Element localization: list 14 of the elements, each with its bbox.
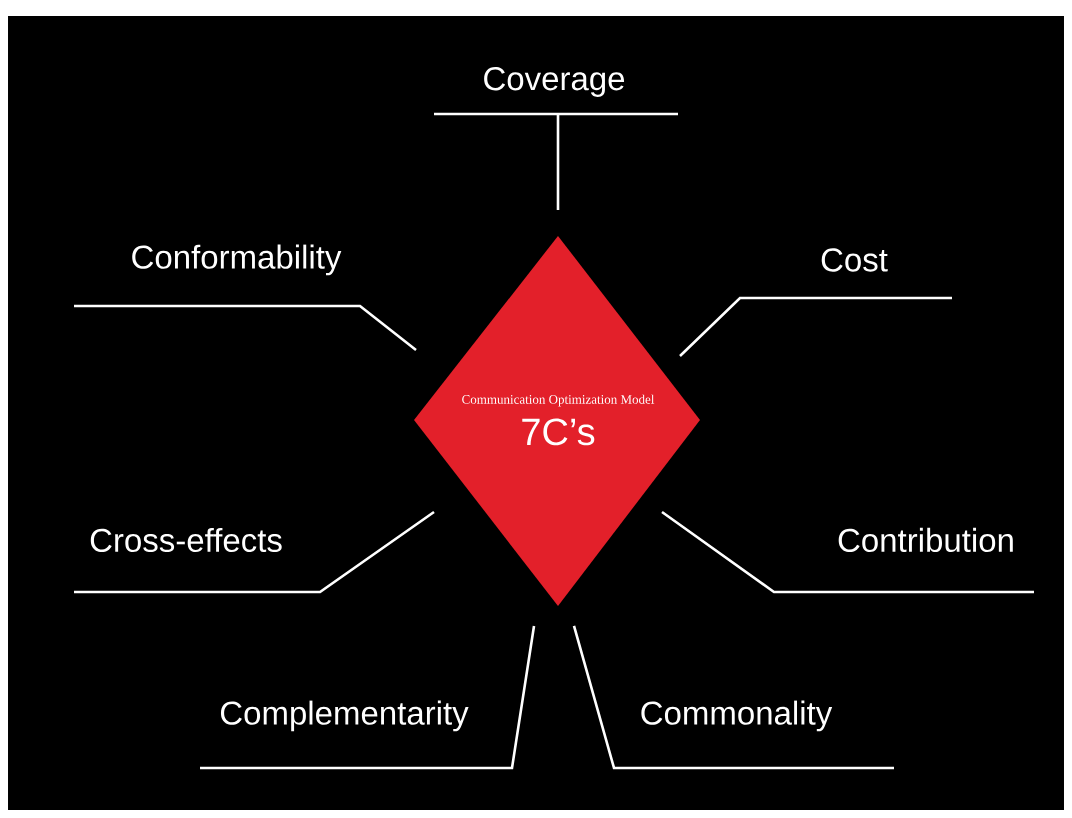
leader-line [661,510,1034,594]
label-text: Commonality [641,700,833,732]
label-text: Coverage [484,67,625,97]
leader-line [74,510,435,594]
leader-line [74,304,417,351]
label-text: Cost [821,248,888,272]
label-text: Cross-effects [90,527,282,553]
leader-line [200,625,536,770]
leader-line [432,112,680,212]
leader-line [679,296,952,357]
label-text: Complementarity [220,700,469,732]
label-text: Contribution [838,527,1013,553]
leader-line [572,625,894,770]
label-text: Conformability [132,244,342,276]
